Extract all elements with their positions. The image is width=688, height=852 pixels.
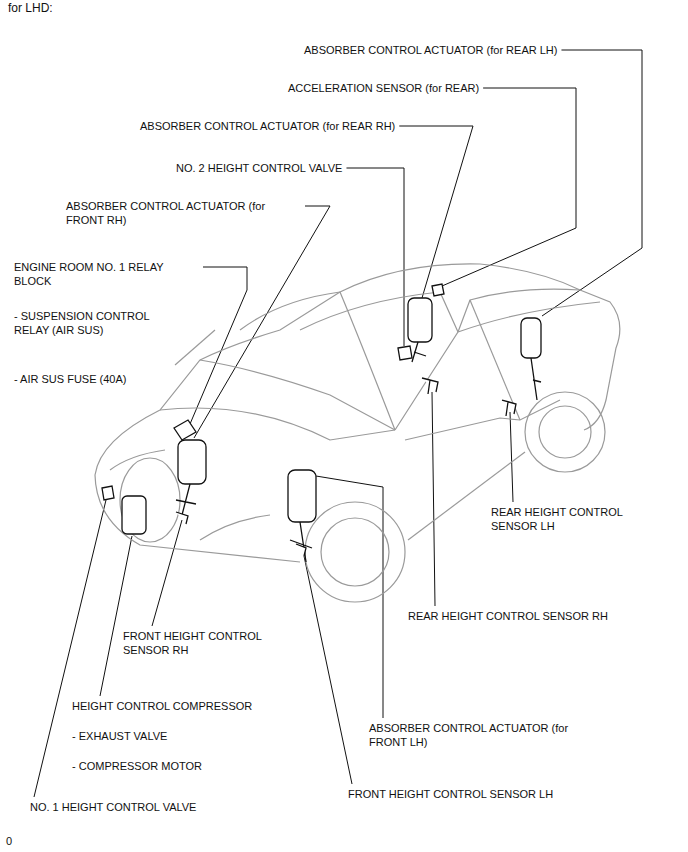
part-label: NO. 1 HEIGHT CONTROL VALVE — [30, 800, 196, 814]
relay-block — [174, 420, 196, 440]
page-heading: for LHD: — [8, 1, 53, 15]
height-sensor — [176, 512, 188, 524]
rear-rh-actuator — [408, 298, 432, 342]
part-label: ABSORBER CONTROL ACTUATOR (for FRONT LH) — [369, 721, 599, 749]
height-sensor — [422, 378, 438, 394]
acceleration-sensor — [432, 284, 444, 296]
part-label: - SUSPENSION CONTROL RELAY (AIR SUS) — [14, 309, 179, 337]
height-sensor — [296, 544, 306, 556]
part-label: ABSORBER CONTROL ACTUATOR (for FRONT RH) — [66, 199, 301, 227]
part-label: ABSORBER CONTROL ACTUATOR (for REAR RH) — [140, 119, 395, 133]
leader-line — [100, 536, 132, 696]
leader-line — [316, 476, 383, 718]
leader-line — [432, 392, 435, 606]
part-label: REAR HEIGHT CONTROL SENSOR RH — [408, 609, 608, 623]
height-control-valve — [102, 486, 114, 500]
part-label: - AIR SUS FUSE (40A) — [14, 372, 126, 386]
height-control-compressor — [122, 496, 146, 534]
rear-lh-rod — [531, 358, 541, 400]
leader-line — [399, 126, 473, 298]
part-label: NO. 2 HEIGHT CONTROL VALVE — [176, 161, 342, 175]
leader-line — [510, 412, 513, 502]
leader-line — [190, 267, 247, 424]
leader-line — [34, 500, 106, 797]
part-label: FRONT HEIGHT CONTROL SENSOR LH — [348, 787, 553, 801]
part-label: FRONT HEIGHT CONTROL SENSOR RH — [123, 629, 293, 657]
part-label: ENGINE ROOM NO. 1 RELAY BLOCK — [14, 260, 199, 288]
height-sensor — [502, 400, 516, 416]
leader-line — [304, 556, 352, 784]
leader-line — [442, 88, 576, 286]
part-label: REAR HEIGHT CONTROL SENSOR LH — [491, 505, 656, 533]
front-lh-rod — [290, 522, 312, 562]
part-label: ACCELERATION SENSOR (for REAR) — [288, 81, 479, 95]
front-rh-actuator — [178, 440, 206, 484]
part-label: - EXHAUST VALVE — [72, 729, 167, 743]
leader-line — [542, 50, 642, 316]
front-rh-rod — [176, 484, 196, 515]
rear-rh-rod — [412, 342, 426, 362]
figure-number: 0 — [6, 834, 12, 848]
rear-lh-actuator — [521, 318, 541, 358]
leader-line — [346, 168, 404, 346]
leader-line — [152, 520, 182, 626]
front-lh-actuator — [288, 470, 316, 522]
part-label: - COMPRESSOR MOTOR — [72, 759, 202, 773]
height-control-valve — [398, 346, 412, 360]
part-label: HEIGHT CONTROL COMPRESSOR — [72, 699, 252, 713]
leader-line — [194, 206, 330, 438]
part-label: ABSORBER CONTROL ACTUATOR (for REAR LH) — [304, 43, 557, 57]
